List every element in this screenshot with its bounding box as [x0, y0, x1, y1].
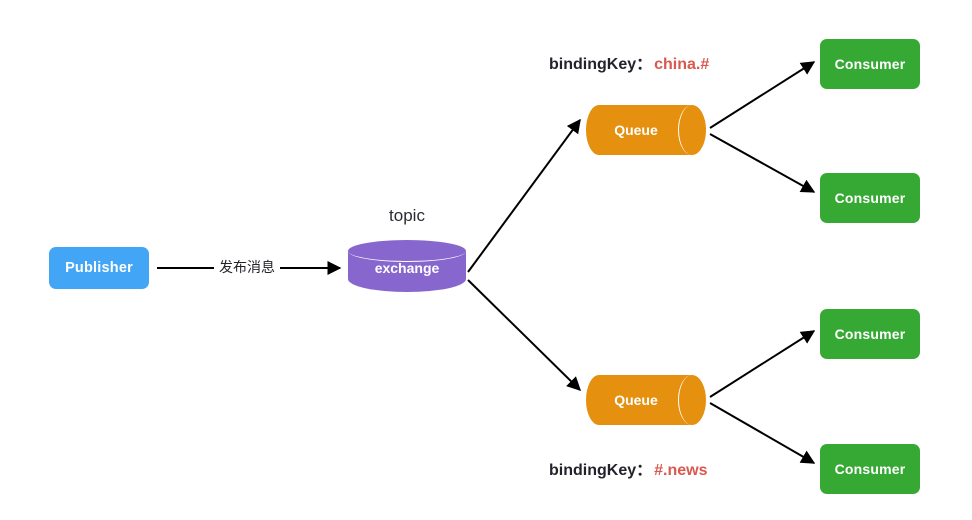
- edge-queue-2-to-consumer-3: [709, 330, 816, 398]
- binding-key-2-label: bindingKey：: [549, 462, 653, 479]
- queue-2-label: Queue: [614, 392, 658, 408]
- queue-1-label: Queue: [614, 122, 658, 138]
- edge-queue-2-to-consumer-4: [709, 402, 816, 464]
- consumer-node-4[interactable]: Consumer: [820, 444, 920, 494]
- queue-node-1[interactable]: Queue: [586, 105, 706, 155]
- publish-message-label: 发布消息: [214, 257, 280, 277]
- consumer-node-2[interactable]: Consumer: [820, 173, 920, 223]
- edge-queue-1-to-consumer-1: [709, 61, 816, 129]
- consumer-node-1[interactable]: Consumer: [820, 39, 920, 89]
- exchange-node[interactable]: exchange: [348, 240, 466, 292]
- queue-2-cylinder-cap: [678, 375, 706, 425]
- binding-key-2: bindingKey：#.news: [549, 456, 707, 480]
- binding-key-1: bindingKey：china.#: [549, 50, 709, 74]
- queue-2-cylinder-body: [586, 375, 692, 425]
- queue-1-cylinder-cap: [678, 105, 706, 155]
- exchange-cylinder-top: [348, 240, 466, 262]
- edge-exchange-to-queue-2: [467, 279, 581, 391]
- edge-exchange-to-queue-1: [467, 118, 581, 273]
- consumer-node-3[interactable]: Consumer: [820, 309, 920, 359]
- binding-key-1-label: bindingKey：: [549, 56, 653, 73]
- publisher-node[interactable]: Publisher: [49, 247, 149, 289]
- queue-node-2[interactable]: Queue: [586, 375, 706, 425]
- exchange-type-label: topic: [389, 206, 425, 225]
- queue-1-cylinder-body: [586, 105, 692, 155]
- exchange-label: exchange: [374, 260, 440, 276]
- binding-key-1-value: china.#: [654, 56, 710, 73]
- binding-key-2-value: #.news: [654, 462, 708, 479]
- edge-queue-1-to-consumer-2: [709, 133, 816, 193]
